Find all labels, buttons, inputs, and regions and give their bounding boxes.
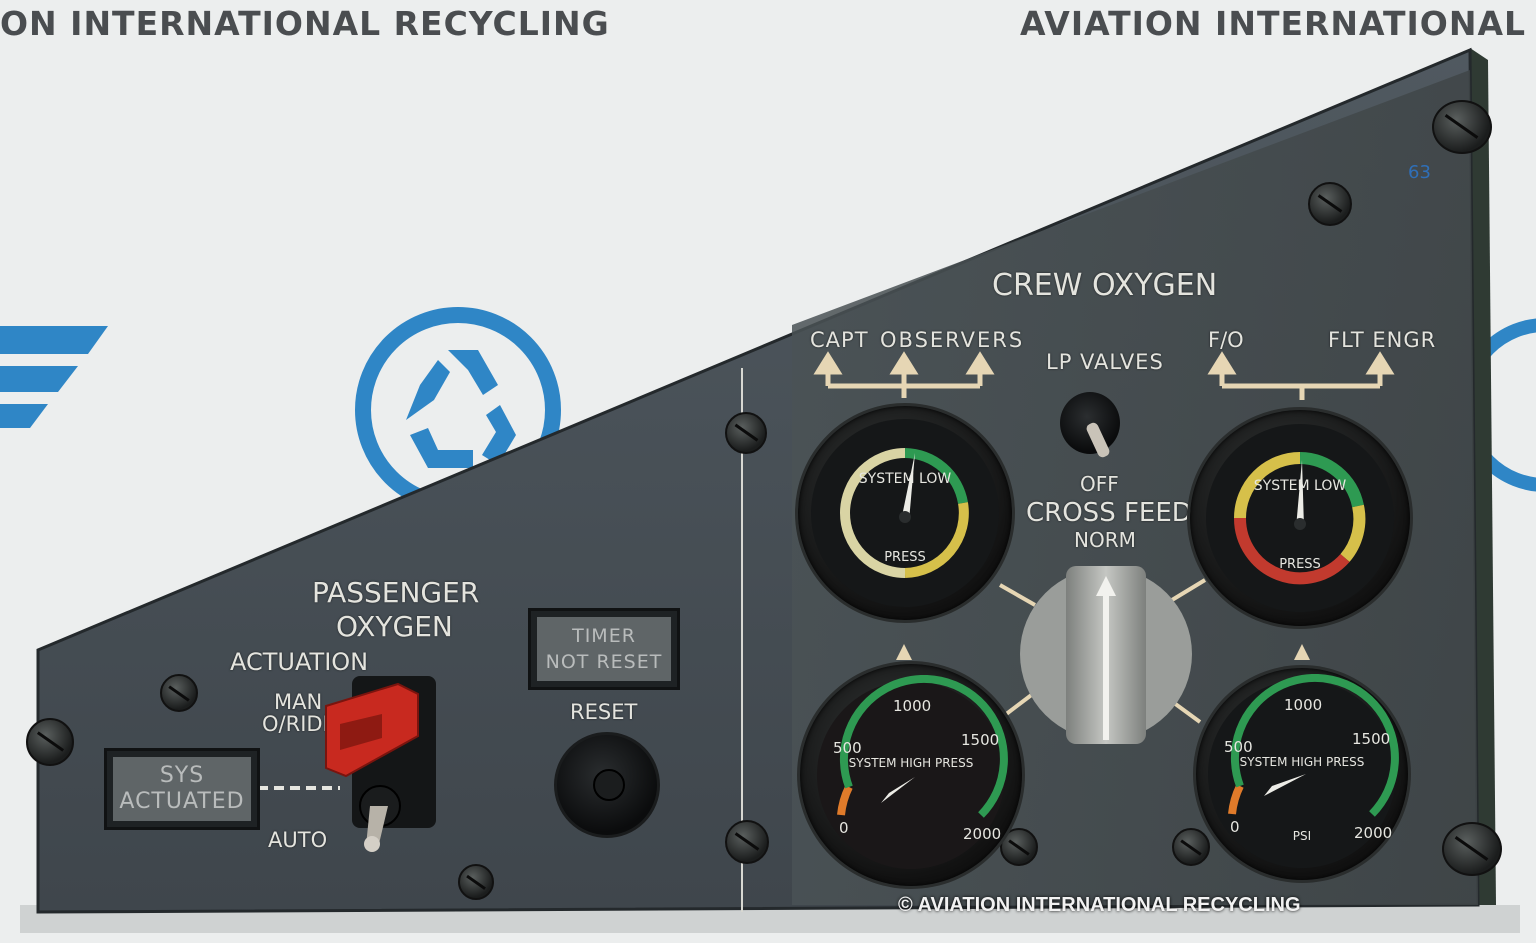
fo-tick-1500: 1500 xyxy=(1352,730,1390,748)
capt-low-needle xyxy=(901,453,915,521)
capt-tick-500: 500 xyxy=(833,739,862,757)
flow-arrows-right xyxy=(1207,351,1395,400)
capt-low-press-gauge: SYSTEM LOW PRESS xyxy=(798,406,1012,620)
crew-oxygen-title: CREW OXYGEN xyxy=(992,268,1218,303)
crossfeed-pointer-arrow xyxy=(1096,576,1116,596)
screw xyxy=(160,674,198,712)
screw xyxy=(1172,828,1210,866)
capt-low-line2: PRESS xyxy=(884,550,926,565)
reset-label: RESET xyxy=(570,700,638,724)
screw xyxy=(725,412,767,454)
lp-valves-lever xyxy=(1084,421,1112,459)
cross-feed-label: CROSS FEED xyxy=(1026,498,1192,528)
fo-high-label: SYSTEM HIGH PRESS xyxy=(1240,755,1365,769)
fo-high-needle xyxy=(1264,774,1306,796)
copyright-text: © AVIATION INTERNATIONAL RECYCLING xyxy=(898,894,1301,916)
flow-arrows-left xyxy=(813,351,995,398)
timer-line1: TIMER xyxy=(572,625,636,647)
man-label: MAN xyxy=(274,690,323,714)
mount-screw-right-bottom xyxy=(1442,822,1502,876)
timer-line2: NOT RESET xyxy=(545,651,663,673)
auto-label: AUTO xyxy=(268,828,328,852)
timer-not-reset-annunciator: TIMER NOT RESET xyxy=(528,608,680,690)
panel-id-marking: 63 xyxy=(1408,162,1431,183)
crossfeed-selector-knob[interactable] xyxy=(1020,566,1192,744)
reset-button-cap xyxy=(593,769,625,801)
flt-engr-label: FLT ENGR xyxy=(1328,328,1437,352)
observers-label: OBSERVERS xyxy=(880,328,1025,352)
mount-screw-right-top xyxy=(1432,100,1492,154)
actuation-switch-guard[interactable] xyxy=(318,676,428,856)
screw xyxy=(1308,182,1352,226)
sys-actuated-line1: SYS xyxy=(159,763,205,788)
screw xyxy=(458,864,494,900)
passenger-title-line1: PASSENGER xyxy=(312,576,480,609)
fo-tick-1000: 1000 xyxy=(1284,696,1322,714)
actuation-label: ACTUATION xyxy=(230,648,369,676)
mount-screw-left xyxy=(26,718,74,766)
fo-low-line2: PRESS xyxy=(1279,557,1321,572)
capt-low-press-dial: SYSTEM LOW PRESS xyxy=(811,419,999,607)
fo-low-needle xyxy=(1296,460,1304,528)
capt-tick-1500: 1500 xyxy=(961,731,999,749)
sys-actuated-annunciator: SYS ACTUATED xyxy=(104,748,260,830)
reset-button[interactable] xyxy=(554,732,660,838)
capt-tick-0: 0 xyxy=(839,819,849,837)
off-label: OFF xyxy=(1080,472,1119,496)
fo-tick-2000: 2000 xyxy=(1354,824,1392,842)
fo-tick-500: 500 xyxy=(1224,738,1253,756)
banner-left-text: ON INTERNATIONAL RECYCLING xyxy=(0,4,610,43)
screw xyxy=(725,820,769,864)
banner-right-text: AVIATION INTERNATIONAL RE xyxy=(1020,4,1536,43)
wing-logo-left xyxy=(0,326,108,428)
capt-tick-1000: 1000 xyxy=(893,697,931,715)
capt-low-line1: SYSTEM LOW xyxy=(859,471,952,487)
crossfeed-spokes xyxy=(999,578,1207,724)
crossfeed-pointer xyxy=(1103,590,1109,740)
screw xyxy=(1000,828,1038,866)
fo-psi-unit: PSI xyxy=(1293,829,1311,843)
fo-label: F/O xyxy=(1208,328,1244,352)
oride-label: O/RIDE xyxy=(262,712,336,736)
fo-high-press-dial: 0 500 1000 1500 2000 SYSTEM HIGH PRESS P… xyxy=(1208,674,1399,868)
capt-high-press-gauge: 0 500 1000 1500 2000 SYSTEM HIGH PRESS xyxy=(800,664,1022,886)
capt-label: CAPT xyxy=(810,328,869,352)
fo-low-press-gauge: SYSTEM LOW PRESS xyxy=(1190,410,1410,626)
norm-label: NORM xyxy=(1074,528,1136,552)
fo-low-press-dial: SYSTEM LOW PRESS xyxy=(1206,424,1394,612)
passenger-title-line2: OXYGEN xyxy=(336,610,453,643)
fo-tick-0: 0 xyxy=(1230,818,1240,836)
fo-high-press-gauge: 0 500 1000 1500 2000 SYSTEM HIGH PRESS P… xyxy=(1196,668,1408,880)
capt-high-press-dial: 0 500 1000 1500 2000 SYSTEM HIGH PRESS xyxy=(817,675,1008,869)
capt-high-label: SYSTEM HIGH PRESS xyxy=(849,756,974,770)
sys-actuated-line2: ACTUATED xyxy=(119,789,245,814)
lp-valves-label: LP VALVES xyxy=(1046,350,1164,374)
capt-tick-2000: 2000 xyxy=(963,825,1001,843)
lp-valves-switch[interactable] xyxy=(1060,392,1120,459)
capt-high-needle xyxy=(881,777,915,803)
